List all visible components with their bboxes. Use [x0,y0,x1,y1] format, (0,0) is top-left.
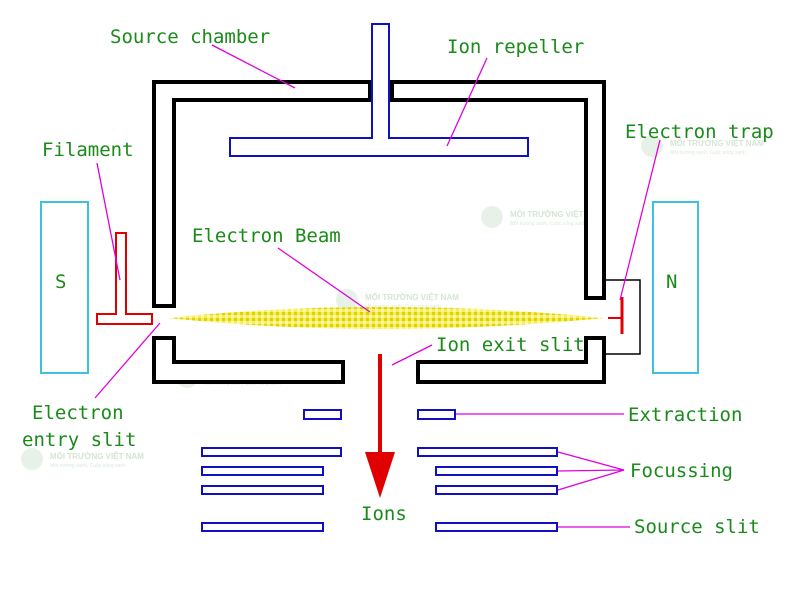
magnet-south-label: S [55,271,66,293]
leader-lines [94,44,661,528]
label-ions: Ions [361,503,407,525]
chamber-wall-top-right [390,80,606,300]
svg-text:MÔI TRƯỜNG VIỆT NAM: MÔI TRƯỜNG VIỆT NAM [50,452,144,461]
ion-beam-arrow [365,354,395,498]
label-ion-repeller: Ion repeller [447,36,584,58]
label-focussing: Focussing [630,460,733,482]
electron-beam [168,307,604,329]
svg-text:MÔI TRƯỜNG VIỆT NAM: MÔI TRƯỜNG VIỆT NAM [510,210,604,219]
extraction-plates [303,409,456,420]
magnet-south [40,201,89,374]
svg-text:Môi trường xanh, Cuộc sống xan: Môi trường xanh, Cuộc sống xanh [670,150,746,156]
filament [96,232,153,325]
ion-repeller [229,23,529,157]
label-ion-exit-slit: Ion exit slit [436,334,585,356]
label-electron-entry-slit-line2: entry slit [22,429,136,451]
electron-trap [604,279,641,355]
label-source-chamber: Source chamber [110,26,270,48]
svg-text:Môi trường xanh, Cuộc sống xan: Môi trường xanh, Cuộc sống xanh [365,304,441,310]
svg-text:MÔI TRƯỜNG VIỆT NAM: MÔI TRƯỜNG VIỆT NAM [670,139,764,148]
label-filament: Filament [42,139,134,161]
magnet-north-label: N [666,271,677,293]
chamber-wall-bottom-left [152,336,345,384]
svg-text:MÔI TRƯỜNG VIỆT NAM: MÔI TRƯỜNG VIỆT NAM [365,293,459,302]
label-source-slit: Source slit [634,516,760,538]
svg-text:Môi trường xanh, Cuộc sống xan: Môi trường xanh, Cuộc sống xanh [50,463,126,469]
magnet-north [652,201,699,374]
label-electron-entry-slit-line1: Electron [32,402,124,424]
svg-text:Môi trường xanh, Cuộc sống xan: Môi trường xanh, Cuộc sống xanh [510,221,586,227]
source-slit-plates [201,522,558,532]
chamber-wall-bottom-right [416,336,606,384]
source-chamber [152,80,606,384]
focussing-plates [201,447,558,495]
label-extraction: Extraction [628,404,742,426]
chamber-wall-top-left [152,80,372,308]
label-electron-trap: Electron trap [625,121,774,143]
label-electron-beam: Electron Beam [192,225,341,247]
